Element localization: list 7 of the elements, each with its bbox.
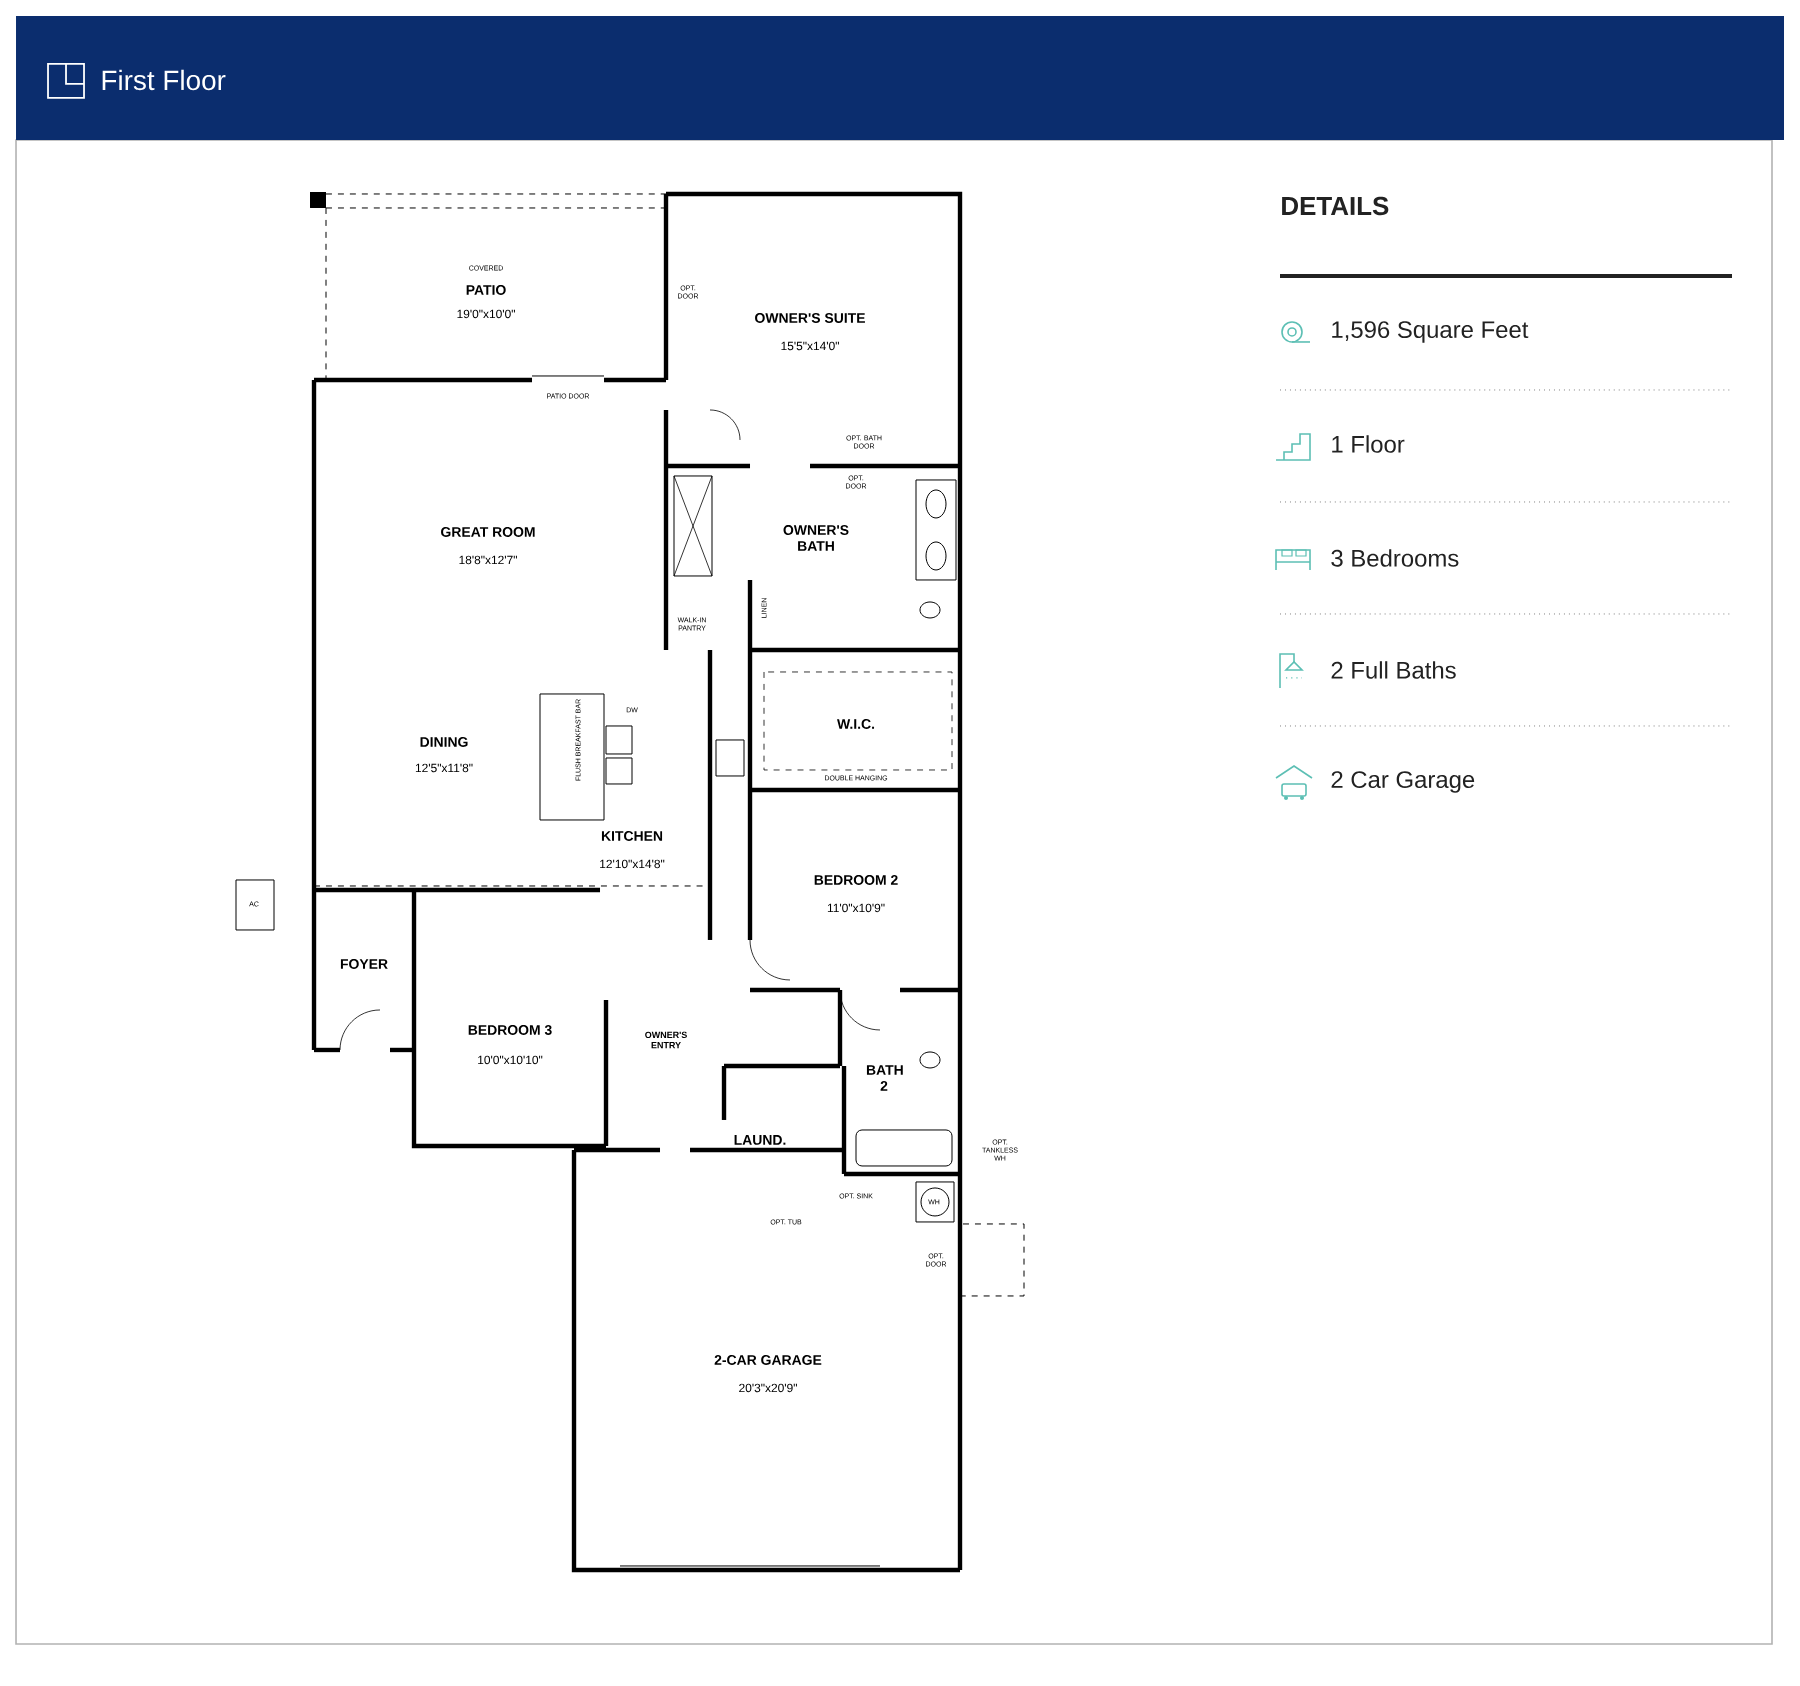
detail-text: 1,596 Square Feet — [1332, 321, 1529, 343]
detail-text: 2 Car Garage — [1331, 771, 1475, 793]
detail-text: 3 Bedrooms — [1331, 549, 1459, 567]
detail-text: 2 Full Baths — [1331, 661, 1456, 679]
section-heading: DETAILS — [1282, 196, 1389, 216]
page-title: First Floor — [102, 69, 226, 91]
detail-text: 1 Floor — [1332, 435, 1405, 453]
